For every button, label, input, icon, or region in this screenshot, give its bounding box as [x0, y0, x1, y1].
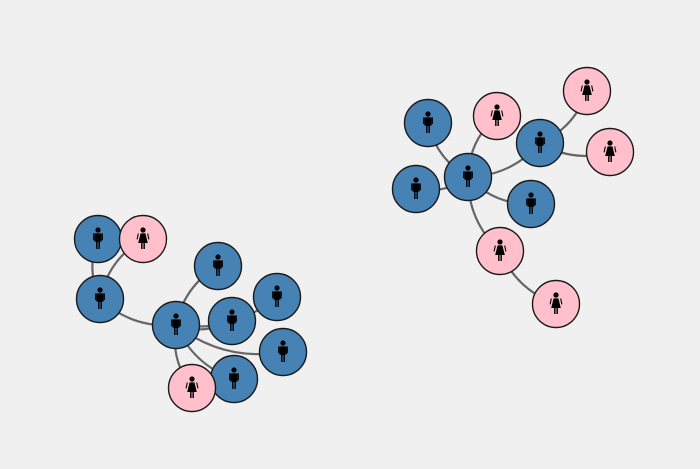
male-person-node[interactable]	[193, 241, 243, 291]
male-person-icon	[229, 367, 239, 389]
male-person-node[interactable]	[506, 179, 556, 229]
male-person-icon	[93, 227, 103, 249]
male-person-node[interactable]	[252, 272, 302, 322]
node-layer	[73, 66, 635, 413]
female-person-icon	[185, 376, 199, 398]
female-person-icon	[490, 104, 504, 126]
female-person-icon	[580, 79, 594, 101]
male-person-icon	[526, 192, 536, 214]
female-person-icon	[603, 140, 617, 162]
male-person-icon	[95, 287, 105, 309]
male-person-node[interactable]	[443, 152, 493, 202]
female-person-icon	[549, 292, 563, 314]
male-person-node[interactable]	[391, 164, 441, 214]
female-person-node[interactable]	[472, 91, 522, 141]
male-person-icon	[213, 254, 223, 276]
female-person-icon	[136, 227, 150, 249]
male-person-node[interactable]	[207, 296, 257, 346]
male-person-icon	[278, 340, 288, 362]
male-person-icon	[463, 165, 473, 187]
male-person-node[interactable]	[403, 98, 453, 148]
female-person-node[interactable]	[531, 279, 581, 329]
female-person-node[interactable]	[167, 363, 217, 413]
female-person-node[interactable]	[562, 66, 612, 116]
male-person-icon	[171, 313, 181, 335]
male-person-icon	[535, 131, 545, 153]
male-person-node[interactable]	[515, 118, 565, 168]
male-person-icon	[227, 309, 237, 331]
male-person-node[interactable]	[151, 300, 201, 350]
male-person-node[interactable]	[75, 274, 125, 324]
male-person-icon	[423, 111, 433, 133]
female-person-node[interactable]	[585, 127, 635, 177]
male-person-icon	[272, 285, 282, 307]
male-person-node[interactable]	[258, 327, 308, 377]
male-person-icon	[411, 177, 421, 199]
female-person-node[interactable]	[475, 226, 525, 276]
female-person-icon	[493, 239, 507, 261]
female-person-node[interactable]	[118, 214, 168, 264]
male-person-node[interactable]	[73, 214, 123, 264]
male-person-node[interactable]	[209, 354, 259, 404]
